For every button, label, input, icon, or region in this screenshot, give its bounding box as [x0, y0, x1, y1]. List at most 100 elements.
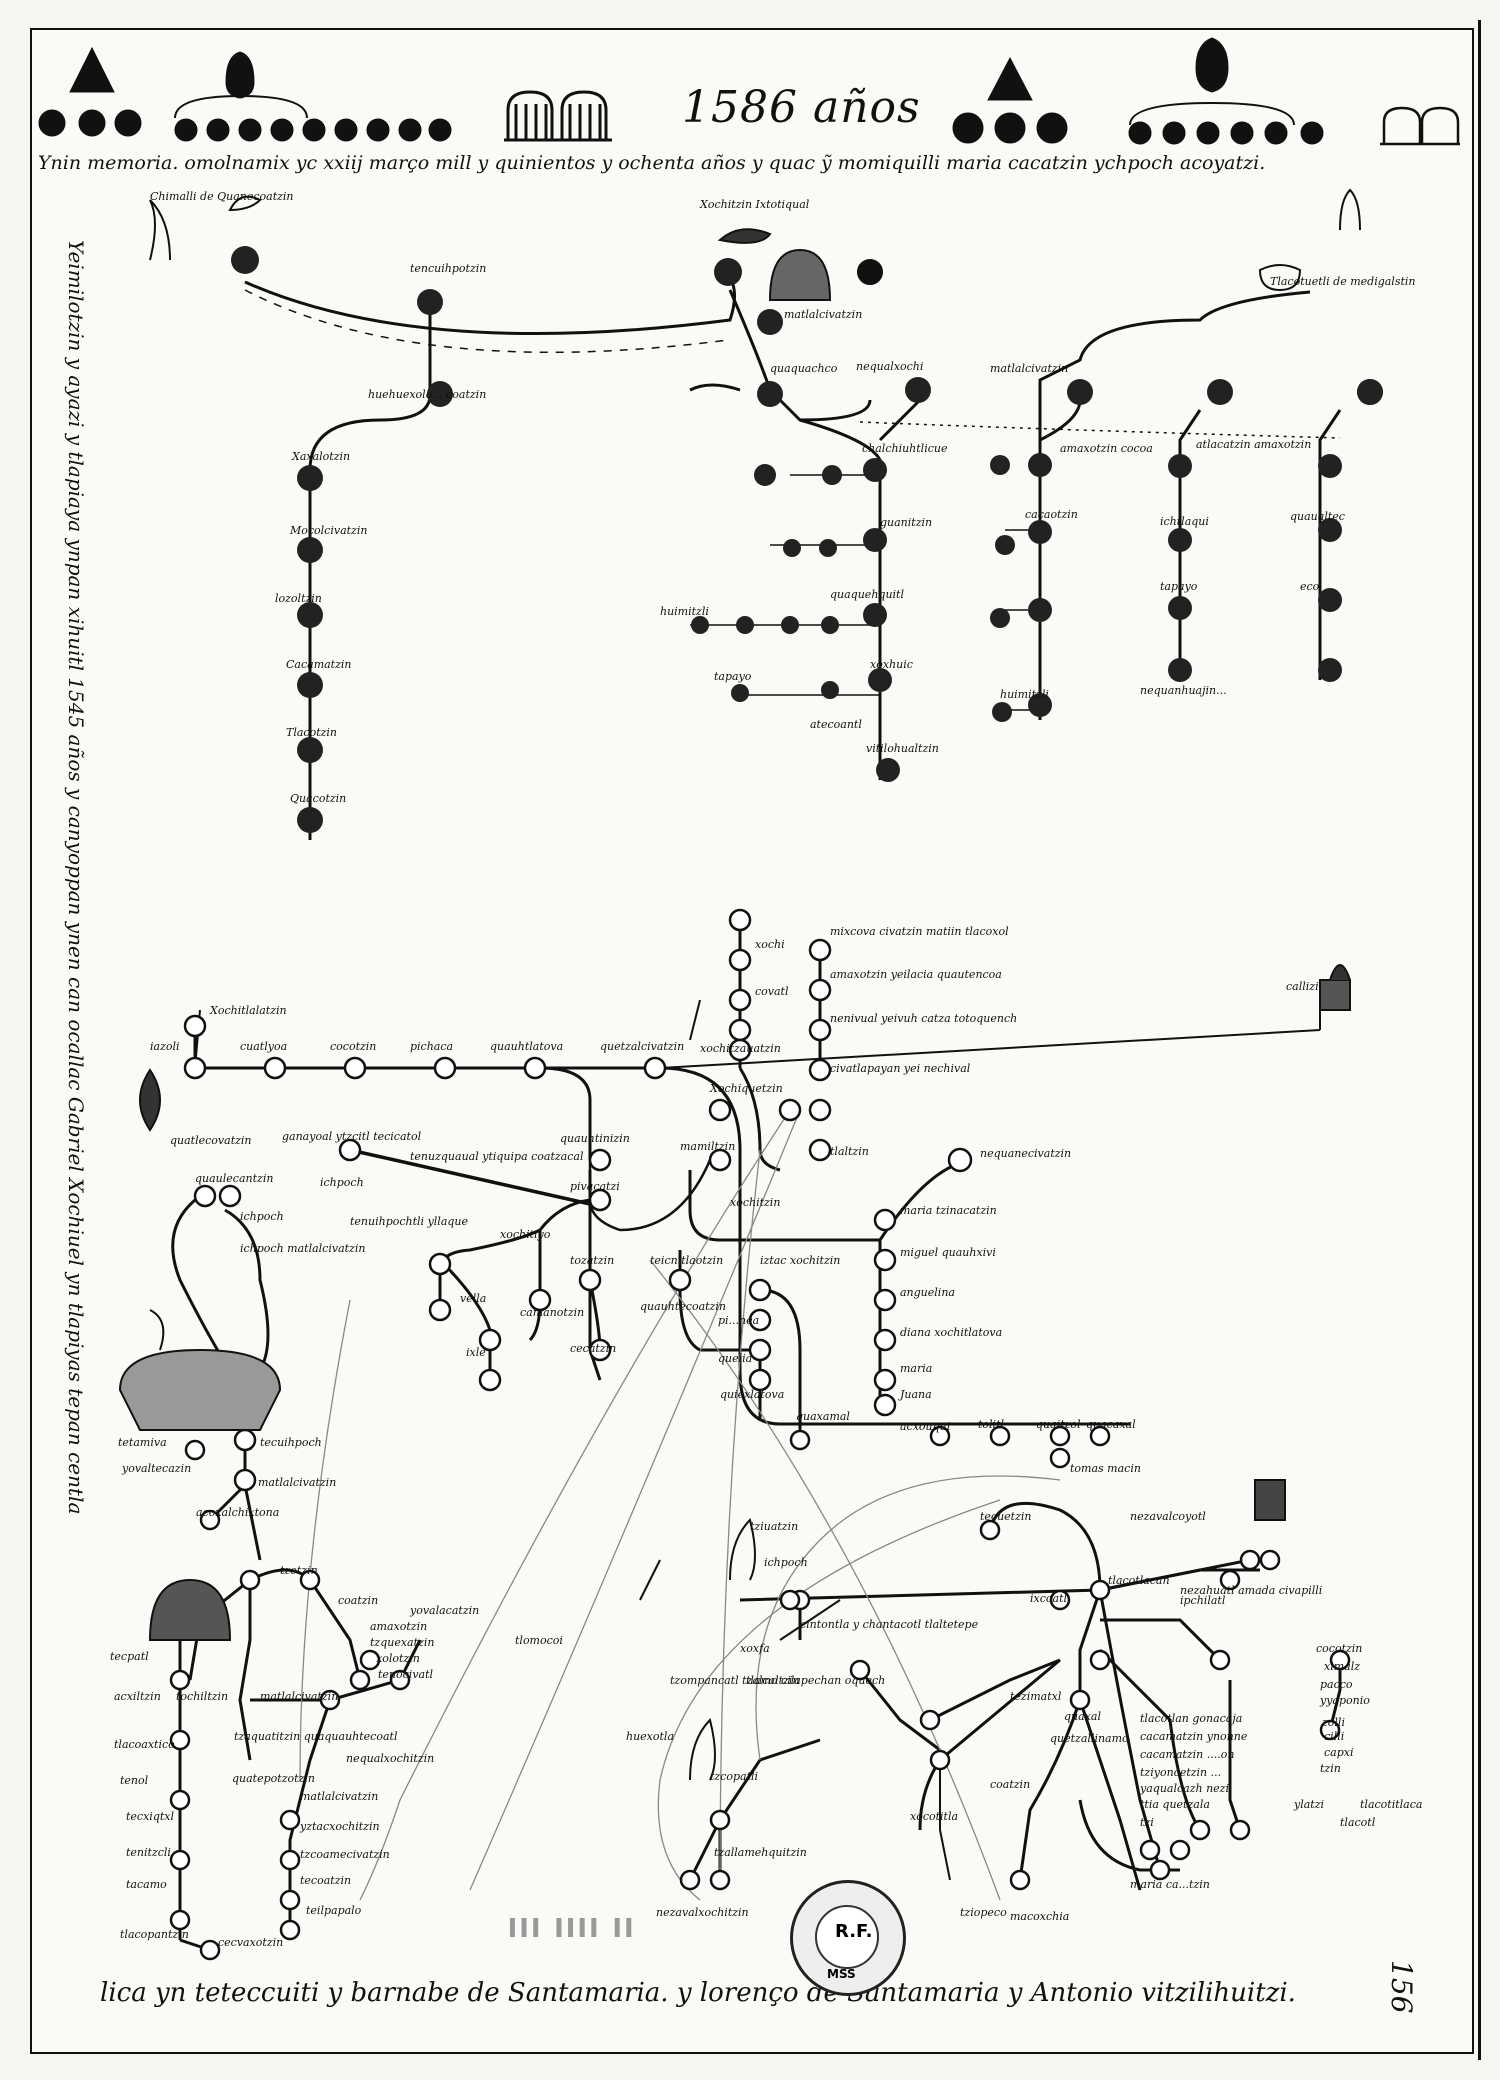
label-tecoatzin: tecoatzin [300, 1874, 351, 1887]
head-figure [1168, 596, 1192, 620]
genealogy-node [728, 988, 752, 1012]
altar-glyph [1319, 979, 1351, 1011]
label-tzotzin: tzotzin [280, 1564, 318, 1577]
label-xochitzin: xochitzin [730, 1196, 780, 1209]
genealogy-node [748, 1278, 772, 1302]
head-figure [868, 668, 892, 692]
label-yovalacatzin: yovalacatzin [409, 1604, 479, 1617]
label-ximalz: ximalz [1324, 1660, 1360, 1673]
label-diana: diana xochitlatova [900, 1326, 1002, 1339]
faint-link [755, 1475, 1061, 1761]
jar-glyph [1258, 264, 1302, 292]
genealogy-node [263, 1056, 287, 1080]
label-tlacoaxtico: tlacoaxtico [114, 1738, 175, 1751]
branch-line [243, 1484, 262, 1561]
label-xolotzin: xolotzin [376, 1652, 420, 1665]
genealogy-node [709, 1869, 731, 1891]
year-dot [302, 118, 326, 142]
label-tzin: tzin [1320, 1762, 1341, 1775]
genealogy-node [808, 1058, 832, 1082]
genealogy-node [1049, 1447, 1071, 1469]
label-quauhtecoatzin: quauhtecoatzin [640, 1300, 726, 1313]
label-huehuexolo: huehuexolo... coatzin [368, 388, 486, 401]
genealogy-node [1069, 1689, 1091, 1711]
genealogy-node [873, 1288, 897, 1312]
label-pixinea: pi...nea [718, 1314, 759, 1327]
label-quaxal: quaxal [1064, 1710, 1101, 1723]
label-ylatzi: ylatzi [1293, 1798, 1324, 1811]
genealogy-node [478, 1368, 502, 1392]
label-maria2: maria [900, 1362, 932, 1375]
year-dot [334, 118, 358, 142]
head-figure [691, 616, 709, 634]
label-nezavalcoyotl: nezavalcoyotl [1130, 1510, 1206, 1523]
plant-glyph [689, 1718, 716, 1781]
label-tacamo: tacamo [126, 1878, 167, 1891]
branch-line [1078, 1699, 1142, 1891]
genealogy-node [873, 1248, 897, 1272]
head-figure [417, 289, 443, 315]
label-matlalcivatzin2: matlalcivatzin [990, 362, 1068, 375]
label-tapayo2: tapayo [1160, 580, 1198, 593]
label-cecvaxotzin: cecvaxotzin [218, 1936, 283, 1949]
head-figure [863, 603, 887, 627]
faint-link [649, 1259, 1001, 1901]
label-tecuetzin: tecuetzin [980, 1510, 1032, 1523]
label-ipchilatl: ipchilatl [1180, 1594, 1226, 1607]
label-iazoli: iazoli [150, 1040, 180, 1053]
label-quetzalli: quetzallinamo [1050, 1732, 1129, 1745]
genealogy-node [873, 1328, 897, 1352]
library-stamp: R.F. MSS [790, 1880, 906, 1996]
label-tecpatl: tecpatl [110, 1650, 149, 1663]
label-tzcoamecivatzin: tzcoamecivatzin [300, 1848, 390, 1861]
label-cacaotzin: cacaotzin [1025, 508, 1078, 521]
label-tlacotl: tlacotl [1340, 1816, 1376, 1829]
label-tapayo: tapayo [714, 670, 752, 683]
label-tziopeco: tziopeco [960, 1906, 1007, 1919]
label-tenocivatl: tenocivatl [378, 1668, 434, 1681]
label-nequanecivatzin: nequanecivatzin [980, 1147, 1071, 1160]
head-figure [297, 465, 323, 491]
label-nequanhuajin: nequanhuajin... [1140, 684, 1227, 697]
label-quaitzol: quaitzol [1036, 1418, 1081, 1431]
plant-glyph [689, 999, 701, 1041]
label-iztacxochitzin: iztac xochitzin [760, 1254, 840, 1267]
label-tlacotlacan: tlacotlacan [1108, 1574, 1170, 1587]
label-cocotzin2: cocotzin [1316, 1642, 1362, 1655]
genealogy-node [588, 1338, 612, 1362]
label-zolli: zolli [1321, 1716, 1345, 1729]
label-tenol: tenol [120, 1774, 149, 1787]
branch-line [1228, 1680, 1242, 1831]
bundle-glyph-right [1380, 106, 1460, 146]
label-cacamatzin: cacamatzin ynonne [1140, 1730, 1248, 1743]
branch-line [349, 1148, 591, 1206]
label-tomas: tomas macin [1070, 1462, 1141, 1475]
label-lozoltzin: lozoltzin [275, 592, 322, 605]
head-figure [1168, 658, 1192, 682]
genealogy-node [588, 1148, 612, 1172]
label-matlalcivatzin: matlalcivatzin [258, 1476, 336, 1489]
label-maria: maria tzinacatzin [900, 1204, 997, 1217]
branch-line [878, 398, 922, 442]
head-figure [992, 702, 1012, 722]
label-quelia: quelia [718, 1352, 752, 1365]
head-figure [990, 455, 1010, 475]
branch-line [1078, 1799, 1180, 1872]
label-quaualtec: quaualtec [1290, 510, 1345, 523]
label-yovaltecazin: yovaltecazin [121, 1462, 191, 1475]
dotted-link [859, 421, 1341, 439]
label-quaulecantzin: quaulecantzin [195, 1172, 273, 1185]
bundle-glyph [504, 90, 612, 142]
label-tochiltzin: tochiltzin [176, 1690, 228, 1703]
year-dot [1196, 121, 1220, 145]
lower-labels: mixcova civatzin matiin tlacoxol amaxotz… [110, 925, 1422, 1949]
genealogy-node [929, 1425, 951, 1447]
label-quaquehquitl: quaquehquitl [830, 588, 904, 601]
branch-line [539, 1066, 592, 1160]
branch-line [1018, 1699, 1082, 1881]
genealogy-node [169, 1909, 191, 1931]
label-ixle: ixle [466, 1346, 486, 1359]
head-figure [1168, 528, 1192, 552]
genealogy-node [233, 1468, 257, 1492]
genealogy-node [233, 1428, 257, 1452]
